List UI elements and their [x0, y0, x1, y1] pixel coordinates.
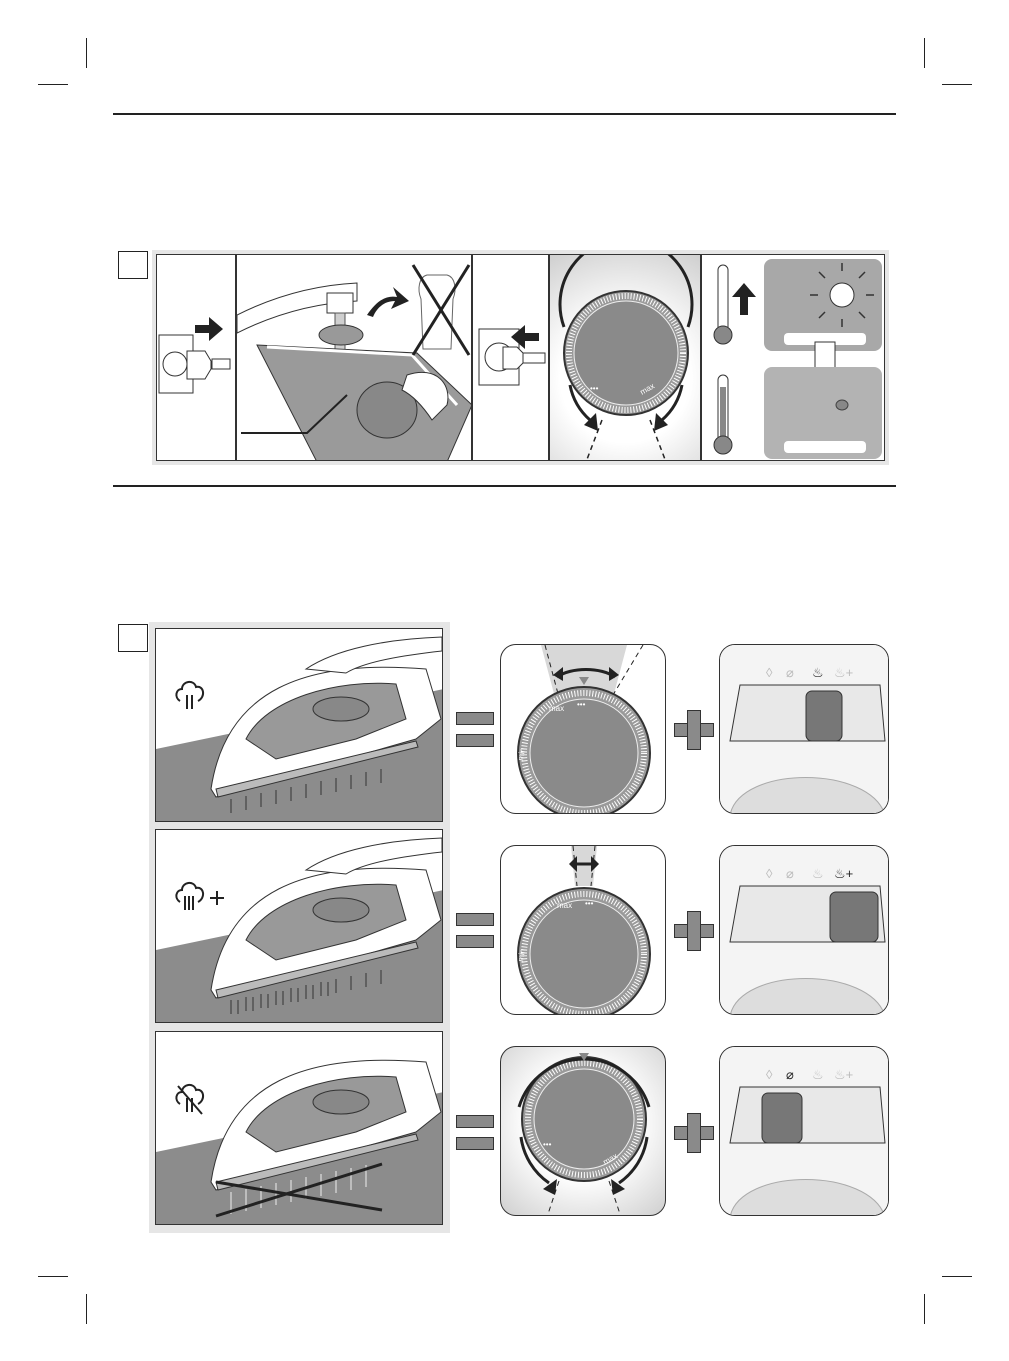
indicator-light-cell: [701, 254, 885, 461]
plug-socket-illustration: [478, 325, 546, 386]
plug-insert-illustration: [158, 317, 231, 394]
cross-line: [215, 1180, 383, 1212]
crop-mark: [38, 1276, 68, 1277]
no-steam-icon: ⌀: [786, 665, 794, 680]
dial-max-label: max: [557, 901, 572, 910]
iron-no-steam-illustration: [156, 1059, 442, 1224]
step-1-box: [118, 251, 148, 279]
dial-turn-cell: max •••: [549, 254, 701, 461]
arrow-left-icon: [511, 325, 539, 349]
arrow-right-icon: [195, 317, 223, 341]
selector-steam-plus-box: ◊ ⌀ ♨ ♨+: [719, 845, 889, 1015]
crop-mark: [86, 1294, 87, 1324]
iron-steam-cell: [155, 628, 443, 822]
steam-selector-steam-plus: ◊ ⌀ ♨ ♨+: [720, 846, 888, 1014]
dial-dots-label: •••: [590, 384, 599, 393]
unplug-cell: [156, 254, 236, 461]
anti-drip-icon: ◊: [766, 866, 773, 881]
selector-no-steam-box: ◊ ⌀ ♨ ♨+: [719, 1046, 889, 1216]
crop-mark: [86, 38, 87, 68]
middle-divider: [113, 485, 896, 487]
equals-symbol: [456, 1115, 494, 1153]
crop-mark: [38, 84, 68, 85]
cross-line: [411, 264, 471, 356]
crop-mark: [924, 1294, 925, 1324]
dial-dots-label: •••: [585, 899, 594, 908]
dial-min-label: min: [516, 948, 527, 962]
dial-steam-box: max min •••: [500, 644, 666, 814]
crop-mark: [942, 84, 972, 85]
slider-knob: [829, 891, 879, 943]
steam-plus-icon: ♨+: [834, 866, 853, 881]
steam-icon: ♨: [812, 866, 824, 881]
plus-symbol: [674, 1113, 714, 1153]
temperature-dial-illustration: max •••: [558, 255, 694, 460]
selector-steam-box: ◊ ⌀ ♨ ♨+: [719, 644, 889, 814]
no-steam-icon: [175, 1084, 204, 1115]
dial-min-label: min: [516, 747, 527, 761]
steam-selector-no-steam: ◊ ⌀ ♨ ♨+: [720, 1047, 888, 1215]
steam-icon: ♨: [812, 1067, 824, 1082]
step-2-box: [118, 624, 148, 652]
crop-mark: [924, 38, 925, 68]
steam-plus-icon: [175, 882, 224, 910]
dial-dots-label: •••: [543, 1140, 552, 1149]
cross-line: [215, 1162, 383, 1218]
dial-no-steam-setting: max •••: [517, 1053, 651, 1215]
dial-no-steam-box: max •••: [500, 1046, 666, 1216]
iron-steam-plus-illustration: [156, 837, 442, 1022]
steam-selector-steam: ◊ ⌀ ♨ ♨+: [720, 645, 888, 813]
dial-steam-plus-setting: max min •••: [516, 846, 651, 1014]
equals-symbol: [456, 913, 494, 951]
crop-mark: [942, 1276, 972, 1277]
no-steam-icon: ⌀: [786, 866, 794, 881]
steam-jets: [230, 970, 382, 1014]
steam-plus-icon: ♨+: [834, 1067, 853, 1082]
dial-steam-setting: max min •••: [516, 645, 651, 813]
iron-no-steam-cell: [155, 1031, 443, 1225]
no-steam-icon: ⌀: [786, 1067, 794, 1082]
arrow-up-icon: [732, 283, 756, 315]
dial-dots-label: •••: [577, 700, 586, 709]
fill-tank-illustration: [237, 264, 471, 460]
top-divider: [113, 113, 896, 115]
anti-drip-icon: ◊: [766, 665, 773, 680]
steam-icon: ♨: [812, 665, 824, 680]
fill-water-cell: [236, 254, 472, 461]
heat-indicator-illustration: [713, 259, 882, 459]
slider-knob: [761, 1092, 803, 1144]
dial-steam-plus-box: max min •••: [500, 845, 666, 1015]
plus-symbol: [674, 710, 714, 750]
plug-in-cell: [472, 254, 549, 461]
plus-symbol: [674, 911, 714, 951]
steam-icon: [175, 681, 204, 709]
step-1-panel: max •••: [152, 250, 889, 465]
iron-steam-plus-cell: [155, 829, 443, 1023]
anti-drip-icon: ◊: [766, 1067, 773, 1082]
iron-steam-illustration: [156, 636, 442, 821]
equals-symbol: [456, 712, 494, 750]
arrow-curve-icon: [367, 287, 409, 317]
steam-jets: [230, 769, 382, 813]
dial-max-label: max: [549, 704, 564, 713]
steam-plus-icon: ♨+: [834, 665, 853, 680]
light-off-icon: [835, 399, 849, 411]
slider-knob: [805, 690, 843, 742]
light-on-icon: [829, 282, 855, 308]
